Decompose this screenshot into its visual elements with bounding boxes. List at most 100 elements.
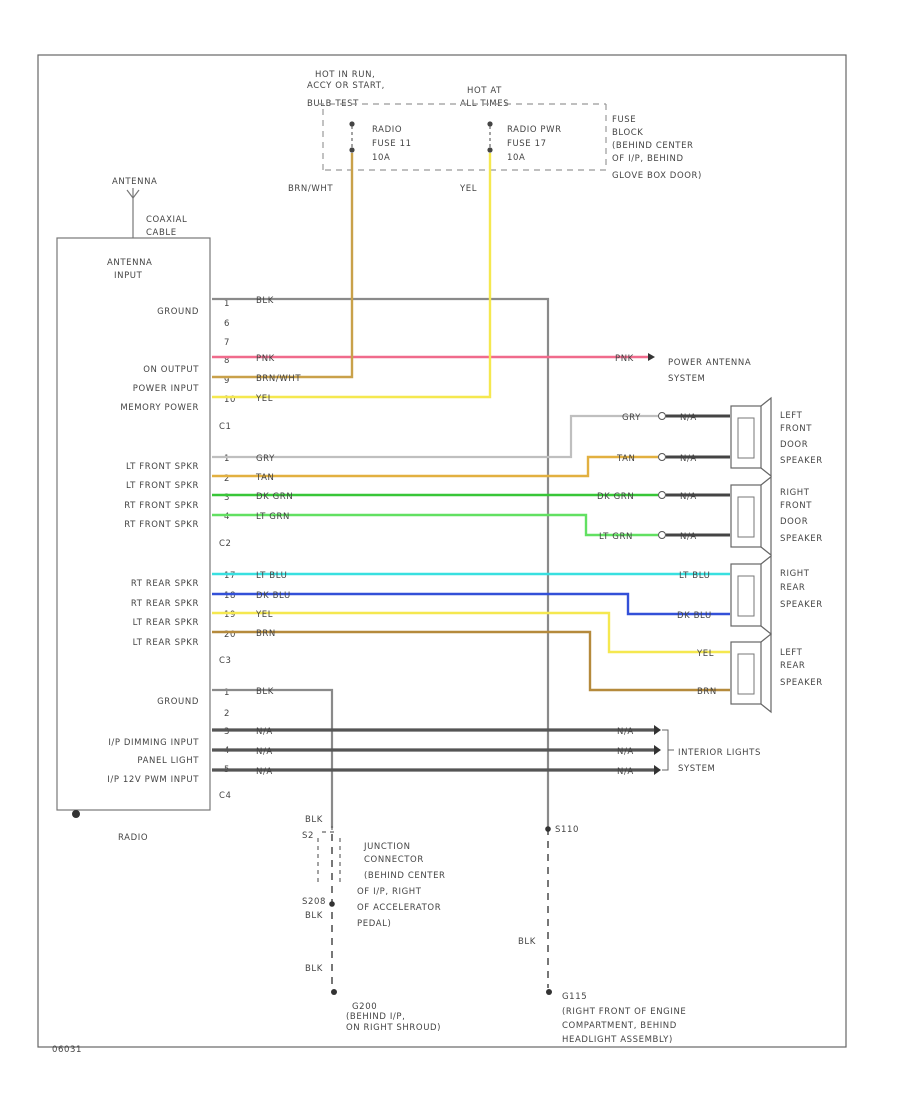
s208-label: S208: [302, 897, 326, 907]
pin-label-rt-rear-2: RT REAR SPKR: [131, 599, 199, 609]
pin-num-c1-9: 9: [224, 376, 230, 386]
left-front-4: SPEAKER: [780, 456, 823, 466]
fuse-radio1-2: FUSE 11: [372, 139, 412, 149]
wire-tan: [212, 455, 658, 478]
pin-num-c1-1: 1: [224, 299, 230, 309]
wire-labels-left: BLK PNK BRN/WHT YEL GRY TAN DK GRN LT GR…: [255, 296, 301, 777]
int-arrow-2: [654, 745, 661, 755]
connector-c4: C4: [219, 791, 232, 801]
speaker-left-front: LEFT FRONT DOOR SPEAKER: [730, 396, 823, 478]
ground-g115: S110 BLK G115 (RIGHT FRONT OF ENGINE COM…: [518, 825, 686, 1045]
int-arrow-3: [654, 765, 661, 775]
wire-dk-blu: [212, 592, 730, 616]
pin-num-c4-2: 2: [224, 709, 230, 719]
diagram-frame: [37, 54, 847, 1048]
interior-lights: INTERIOR LIGHTS SYSTEM: [654, 725, 760, 775]
antenna-input-2: INPUT: [114, 271, 143, 281]
interior-lights-2: SYSTEM: [678, 764, 715, 774]
wr-ltgrn: LT GRN: [599, 532, 633, 542]
spk-conn-lf-1: [658, 412, 666, 420]
fuse-17-terminal-bottom: [487, 147, 493, 153]
pin-label-rt-front-1: RT FRONT SPKR: [124, 501, 199, 511]
left-front-2: FRONT: [780, 424, 812, 434]
speaker-leads: [658, 412, 730, 539]
fuse-block: HOT IN RUN, ACCY OR START, BULB TEST HOT…: [307, 70, 702, 181]
pin-label-rt-front-2: RT FRONT SPKR: [124, 520, 199, 530]
pin-num-c2-3: 3: [224, 493, 230, 503]
power-antenna-1: POWER ANTENNA: [668, 358, 751, 368]
junction-6: PEDAL): [357, 919, 391, 929]
connector-c1: C1: [219, 422, 232, 432]
connector-c2: C2: [219, 539, 232, 549]
pin-label-lt-front-2: LT FRONT SPKR: [126, 481, 199, 491]
wr-na-int-2: N/A: [617, 747, 634, 757]
wl-na-1: N/A: [256, 727, 273, 737]
wire-gry: [212, 414, 658, 459]
left-front-1: LEFT: [780, 411, 803, 421]
pin-num-c3-20: 20: [224, 630, 236, 640]
wr-na-lf2: N/A: [680, 454, 697, 464]
speaker-rr-body: [730, 563, 762, 627]
left-rear-3: SPEAKER: [780, 678, 823, 688]
s2-label: S2: [302, 831, 314, 841]
coaxial-label-2: CABLE: [146, 228, 177, 238]
junction-3: (BEHIND CENTER: [364, 871, 446, 881]
pin-label-rt-rear-1: RT REAR SPKR: [131, 579, 199, 589]
speaker-rr-flare: [760, 554, 772, 636]
pin-label-panel-light: PANEL LIGHT: [137, 756, 199, 766]
int-arrow-1: [654, 725, 661, 735]
g200-desc-1: (BEHIND I/P,: [346, 1012, 405, 1022]
pin-num-c4-1: 1: [224, 688, 230, 698]
pin-num-c2-2: 2: [224, 474, 230, 484]
radio-ground-dot: [72, 810, 80, 818]
wire-yel-rear: [212, 611, 730, 654]
wr-dkgrn: DK GRN: [597, 492, 634, 502]
wl-gry: GRY: [256, 454, 275, 464]
wr-dkblu: DK BLU: [677, 611, 712, 621]
speaker-lf-cone: [737, 417, 755, 459]
fuse-block-outline: [318, 103, 607, 171]
power-antenna-arrow: [648, 353, 655, 361]
hot-run-label-2: ACCY OR START,: [307, 81, 385, 91]
fuse-block-5: GLOVE BOX DOOR): [612, 171, 702, 181]
wl-blk-c1: BLK: [256, 296, 274, 306]
spk-conn-rf-2: [658, 531, 666, 539]
wr-brn: BRN: [697, 687, 717, 697]
int-bracket: [662, 729, 674, 771]
fuse-radio2-2: FUSE 17: [507, 139, 547, 149]
pin-label-on-output: ON OUTPUT: [143, 365, 199, 375]
pin-num-c1-7: 7: [224, 338, 230, 348]
junction-4: OF I/P, RIGHT: [357, 887, 422, 897]
left-rear-1: LEFT: [780, 648, 803, 658]
speaker-lr-body: [730, 641, 762, 705]
wr-tan: TAN: [616, 454, 636, 464]
speaker-lr-flare: [760, 632, 772, 714]
wl-pnk: PNK: [256, 354, 275, 364]
antenna-input-1: ANTENNA: [107, 258, 152, 268]
wr-yel: YEL: [696, 649, 714, 659]
right-front-3: DOOR: [780, 517, 808, 527]
wl-dkgrn: DK GRN: [256, 492, 293, 502]
fuse-radio1-3: 10A: [372, 153, 390, 163]
speaker-right-rear: RIGHT REAR SPEAKER: [730, 554, 823, 636]
junction-1: JUNCTION: [363, 842, 411, 852]
right-rear-3: SPEAKER: [780, 600, 823, 610]
wl-na-2: N/A: [256, 747, 273, 757]
wr-na-rf2: N/A: [680, 532, 697, 542]
speaker-lf-flare: [760, 396, 772, 478]
junction-connector: [317, 826, 341, 884]
pin-label-power-input: POWER INPUT: [133, 384, 199, 394]
speaker-lf-body: [730, 405, 762, 469]
speaker-rf-body: [730, 484, 762, 548]
fuse-radio2-3: 10A: [507, 153, 525, 163]
ground-g200: BLK S2 S208 BLK BLK JUNCTION CONNECTOR (…: [302, 815, 446, 1033]
speaker-rf-cone: [737, 496, 755, 538]
s110-label: S110: [555, 825, 579, 835]
wire-lt-grn: [212, 513, 658, 537]
right-front-4: SPEAKER: [780, 534, 823, 544]
radio-name: RADIO: [118, 833, 148, 843]
connector-c3: C3: [219, 656, 232, 666]
g115-desc-2: COMPARTMENT, BEHIND: [562, 1021, 677, 1031]
hot-at-all-label-1: HOT AT: [467, 86, 502, 96]
wire-label-brnwht-top: BRN/WHT: [288, 184, 333, 194]
